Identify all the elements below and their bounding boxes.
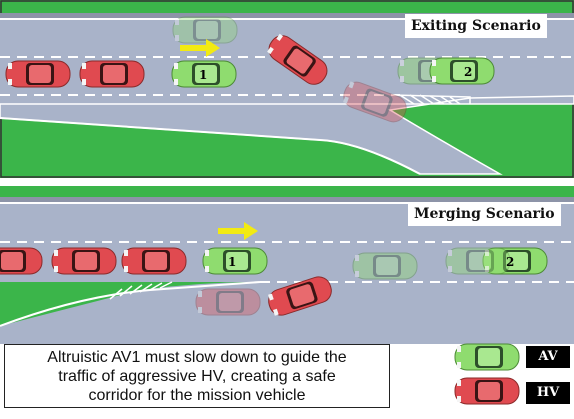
- caption-line-2: traffic of aggressive HV, creating a saf…: [58, 368, 336, 385]
- caption-line-1: Altruistic AV1 must slow down to guide t…: [47, 349, 347, 366]
- av2-label: 2: [464, 65, 472, 79]
- hv-car: [51, 247, 117, 275]
- ghost-av-car: [172, 16, 238, 44]
- hv-car: [121, 247, 187, 275]
- av1-label: 1: [199, 68, 207, 82]
- legend-av-badge: AV: [526, 346, 570, 368]
- legend-av-car-icon: [454, 343, 520, 371]
- hv-car: [79, 60, 145, 88]
- merging-scenario-title: Merging Scenario: [408, 202, 561, 226]
- gore-hatch: [391, 94, 471, 105]
- legend-hv-car-icon: [454, 377, 520, 405]
- exiting-scenario-title: Exiting Scenario: [405, 14, 547, 38]
- exiting-scenario-panel: 1 2 Exiting Scenario: [0, 0, 574, 178]
- ghost-hv-car: [195, 288, 261, 316]
- legend-hv-badge: HV: [526, 382, 570, 404]
- caption-line-3: corridor for the mission vehicle: [88, 387, 306, 404]
- av2-label: 2: [506, 255, 514, 269]
- ghost-av2-car: [352, 252, 418, 280]
- caption-box: Altruistic AV1 must slow down to guide t…: [4, 344, 390, 408]
- gore-hatch: [109, 281, 173, 300]
- ghost-av2-car: [445, 247, 511, 275]
- hv-car: [5, 60, 71, 88]
- merging-scenario-panel: 1 2 Merging Scenario: [0, 186, 574, 344]
- av1-label: 1: [228, 255, 236, 269]
- av2-car: [429, 57, 495, 85]
- hv-car: [0, 247, 43, 275]
